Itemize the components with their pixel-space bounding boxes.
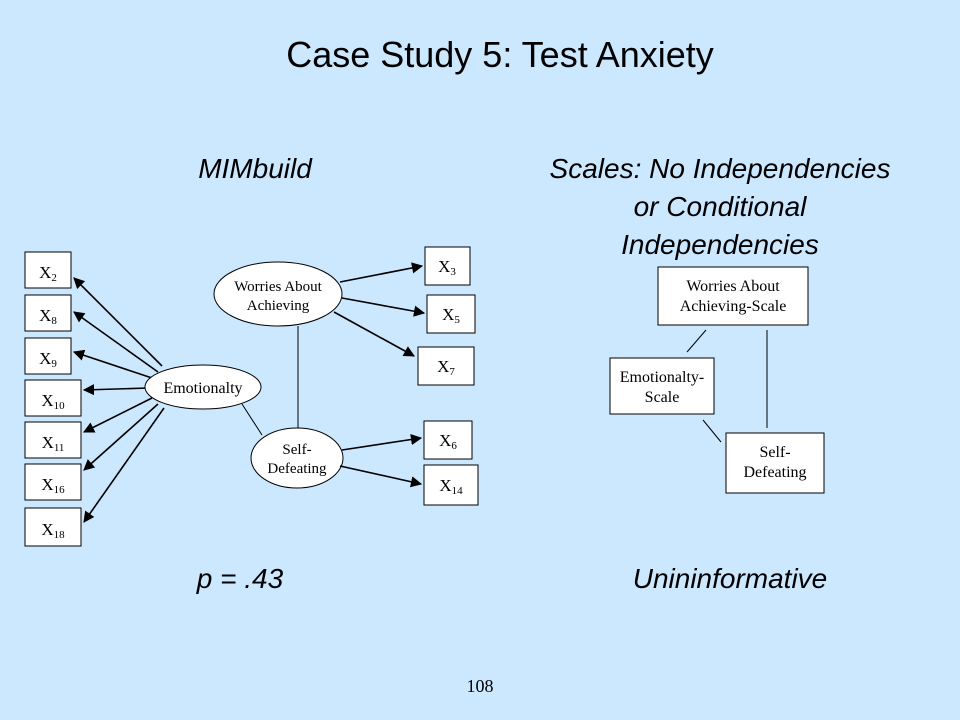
indicator-x8: X8 bbox=[24, 294, 72, 332]
indicator-x14: X14 bbox=[423, 464, 479, 506]
svg-text:Scale: Scale bbox=[645, 389, 680, 406]
svg-text:X6: X6 bbox=[439, 431, 457, 452]
latent-emotionality: Emotionalty bbox=[144, 364, 262, 410]
scale-emotionality: Emotionalty- Scale bbox=[609, 357, 715, 415]
indicator-x16: X16 bbox=[24, 463, 82, 501]
right-heading-line-2: or Conditional bbox=[633, 191, 807, 222]
svg-text:Achieving: Achieving bbox=[247, 298, 310, 314]
indicator-x6: X6 bbox=[423, 420, 473, 460]
svg-text:X16: X16 bbox=[41, 475, 65, 496]
svg-text:Achieving-Scale: Achieving-Scale bbox=[680, 298, 787, 315]
svg-text:X10: X10 bbox=[41, 391, 65, 412]
svg-text:X18: X18 bbox=[41, 520, 65, 541]
latent-worries: Worries About Achieving bbox=[213, 261, 343, 327]
scale-worries: Worries About Achieving-Scale bbox=[657, 266, 809, 326]
indicator-x5: X5 bbox=[426, 294, 476, 334]
indicator-x11: X11 bbox=[24, 421, 82, 459]
svg-text:X7: X7 bbox=[437, 357, 455, 378]
svg-text:Worries About: Worries About bbox=[686, 278, 780, 295]
svg-text:X11: X11 bbox=[42, 433, 65, 454]
page-number: 108 bbox=[466, 676, 494, 696]
latent-self-defeating: Self- Defeating bbox=[250, 427, 344, 489]
indicator-x10: X10 bbox=[24, 379, 82, 417]
indicator-x18: X18 bbox=[24, 507, 82, 547]
svg-text:X9: X9 bbox=[39, 349, 57, 370]
svg-text:X14: X14 bbox=[439, 476, 463, 497]
svg-text:X8: X8 bbox=[39, 306, 57, 327]
svg-text:Emotionalty: Emotionalty bbox=[163, 380, 242, 397]
svg-text:X5: X5 bbox=[442, 305, 460, 326]
svg-text:Defeating: Defeating bbox=[267, 461, 327, 477]
left-heading: MIMbuild bbox=[198, 153, 312, 184]
indicator-x2: X2 bbox=[24, 251, 72, 289]
svg-text:X3: X3 bbox=[438, 257, 456, 278]
svg-text:Emotionalty-: Emotionalty- bbox=[620, 369, 704, 386]
indicator-x3: X3 bbox=[424, 246, 471, 286]
right-heading-line-1: Scales: No Independencies bbox=[549, 153, 891, 184]
latent-connections bbox=[241, 326, 299, 436]
right-heading-line-3: Independencies bbox=[621, 229, 819, 260]
indicator-x7: X7 bbox=[417, 346, 475, 386]
left-result: p = .43 bbox=[196, 563, 284, 594]
worries-arrows bbox=[333, 262, 426, 357]
scale-self-defeating: Self- Defeating bbox=[725, 432, 825, 494]
emotionality-arrows bbox=[72, 277, 165, 523]
svg-text:Defeating: Defeating bbox=[743, 464, 806, 481]
scale-connections bbox=[686, 329, 768, 443]
slide-title: Case Study 5: Test Anxiety bbox=[286, 34, 714, 75]
svg-text:X2: X2 bbox=[39, 263, 57, 284]
svg-text:Worries About: Worries About bbox=[234, 279, 322, 295]
self-defeating-arrows bbox=[339, 433, 423, 488]
right-heading: Scales: No Independencies or Conditional… bbox=[515, 150, 925, 264]
right-result: Unininformative bbox=[632, 563, 828, 594]
svg-text:Self-: Self- bbox=[282, 442, 311, 458]
indicator-x9: X9 bbox=[24, 337, 72, 375]
svg-text:Self-: Self- bbox=[759, 444, 790, 461]
